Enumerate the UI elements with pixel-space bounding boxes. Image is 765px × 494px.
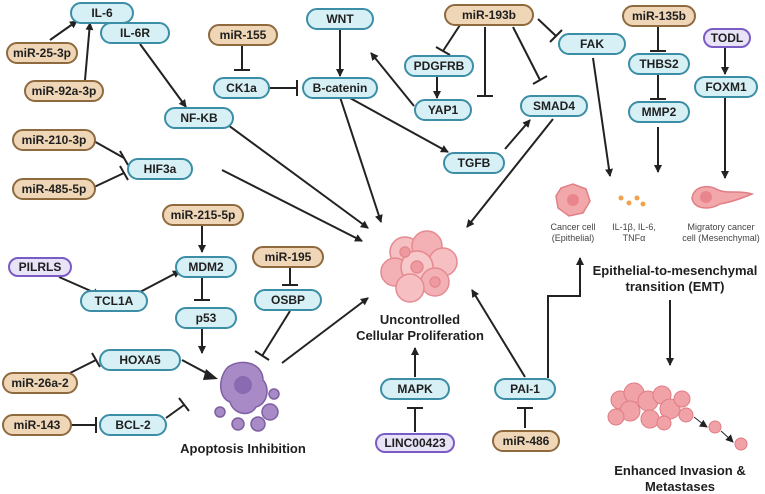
node-nfkb: NF-KB [164, 107, 234, 129]
edge-bcatenin-tgfb [349, 97, 449, 153]
edge-bcl2-apoptosis [165, 404, 185, 419]
node-mmp2: MMP2 [628, 101, 690, 123]
node-mir195: miR-195 [252, 246, 324, 268]
node-mir215-5p: miR-215-5p [162, 204, 244, 226]
label-cancer-cell: Cancer cell (Epithelial) [540, 222, 606, 244]
node-mdm2: MDM2 [175, 256, 237, 278]
node-mir25-3p: miR-25-3p [6, 42, 78, 64]
node-mir486: miR-486 [492, 430, 560, 452]
node-hoxa5: HOXA5 [99, 349, 181, 371]
node-bcl2: BCL-2 [99, 414, 167, 436]
node-mir155: miR-155 [208, 24, 278, 46]
edge-pai1-prolif [471, 289, 526, 378]
edge-nfkb-prolif [227, 124, 369, 229]
label-invasion-metastases: Enhanced Invasion & Metastases [600, 463, 760, 494]
label-apoptosis-inhibition: Apoptosis Inhibition [180, 441, 306, 456]
label-cancer-cell-line1: Cancer cell [550, 222, 596, 232]
label-uncontrolled-proliferation: Uncontrolled Cellular Proliferation [345, 312, 495, 344]
node-todl: TODL [703, 28, 751, 48]
node-ck1a: CK1a [213, 77, 270, 99]
node-mir485-5p: miR-485-5p [12, 178, 96, 200]
edge-tcl1a-mdm2 [139, 270, 181, 293]
edge-hif3a-prolif [221, 169, 363, 242]
node-pai1: PAI-1 [494, 378, 556, 400]
edge-mir210-hif3a [91, 139, 125, 159]
node-foxm1: FOXM1 [694, 76, 758, 98]
node-tgfb: TGFB [443, 152, 505, 174]
edge-mir193b-pdgfrb [442, 24, 461, 52]
label-migratory-line2: cell (Mesenchymal) [682, 233, 760, 243]
node-mir193b: miR-193b [444, 4, 534, 26]
node-pdgfrb: PDGFRB [404, 55, 474, 77]
label-uncontrolled-line1: Uncontrolled [379, 312, 461, 327]
edge-tgfb-smad4 [504, 119, 531, 150]
edge-yap1-bcatenin [370, 52, 415, 107]
label-cytokines-line2: TNFα [622, 233, 646, 243]
node-thbs2: THBS2 [628, 53, 690, 75]
node-il6: IL-6 [70, 2, 134, 24]
node-osbp: OSBP [254, 289, 322, 311]
edge-osbp-apoptosis [261, 310, 291, 357]
edge-mir193b-smad4 [512, 26, 541, 81]
node-fak: FAK [558, 33, 626, 55]
label-cytokines-line1: IL-1β, IL-6, [612, 222, 656, 232]
label-uncontrolled-line2: Cellular Proliferation [356, 328, 484, 343]
label-migratory-cell: Migratory cancer cell (Mesenchymal) [678, 222, 764, 244]
node-smad4: SMAD4 [520, 95, 588, 117]
cytokines-icon [618, 195, 646, 207]
proliferating-cells-icon [380, 230, 458, 303]
edge-apoptosis-prolif [281, 297, 369, 364]
label-invasion-line1: Enhanced Invasion & [614, 463, 746, 478]
invasion-metastasis-icon [607, 382, 748, 451]
node-p53: p53 [175, 307, 237, 329]
edge-mir25-il6 [49, 20, 78, 41]
node-mir143: miR-143 [2, 414, 72, 436]
edge-smad4-prolif [466, 118, 554, 228]
label-cytokines: IL-1β, IL-6, TNFα [606, 222, 662, 244]
node-yap1: YAP1 [414, 99, 472, 121]
node-linc00423: LINC00423 [375, 433, 455, 453]
node-mir92a-3p: miR-92a-3p [24, 80, 104, 102]
node-bcatenin: B-catenin [302, 77, 378, 99]
node-hif3a: HIF3a [127, 158, 193, 180]
node-mir210-3p: miR-210-3p [12, 129, 96, 151]
label-emt-line1: Epithelial-to-mesenchymal [592, 263, 758, 278]
node-il6r: IL-6R [100, 22, 170, 44]
node-mapk: MAPK [380, 378, 450, 400]
node-pilrls: PILRLS [8, 257, 72, 277]
edge-mir92a-il6r [84, 22, 94, 81]
edge-il6r-nfkb [139, 43, 187, 108]
edge-fak-emt [592, 57, 613, 177]
label-emt: Epithelial-to-mesenchymal transition (EM… [590, 263, 760, 295]
epithelial-cancer-cell-icon [555, 183, 591, 217]
edge-mir193b-fak [537, 18, 557, 37]
label-migratory-line1: Migratory cancer [687, 222, 755, 232]
edge-pai1-emt [547, 257, 584, 378]
node-wnt: WNT [306, 8, 374, 30]
label-cancer-cell-line2: (Epithelial) [551, 233, 595, 243]
node-mir135b: miR-135b [622, 5, 696, 27]
migratory-cancer-cell-icon [691, 185, 755, 209]
label-emt-line2: transition (EMT) [625, 279, 725, 294]
edge-mir26a2-hoxa5 [69, 359, 97, 374]
edge-mir485-hif3a [91, 172, 125, 189]
apoptotic-cell-icon [214, 361, 280, 432]
edge-bcatenin-prolif [339, 96, 383, 223]
label-invasion-line2: Metastases [644, 479, 716, 494]
node-mir26a-2: miR-26a-2 [2, 372, 78, 394]
node-tcl1a: TCL1A [80, 290, 148, 312]
